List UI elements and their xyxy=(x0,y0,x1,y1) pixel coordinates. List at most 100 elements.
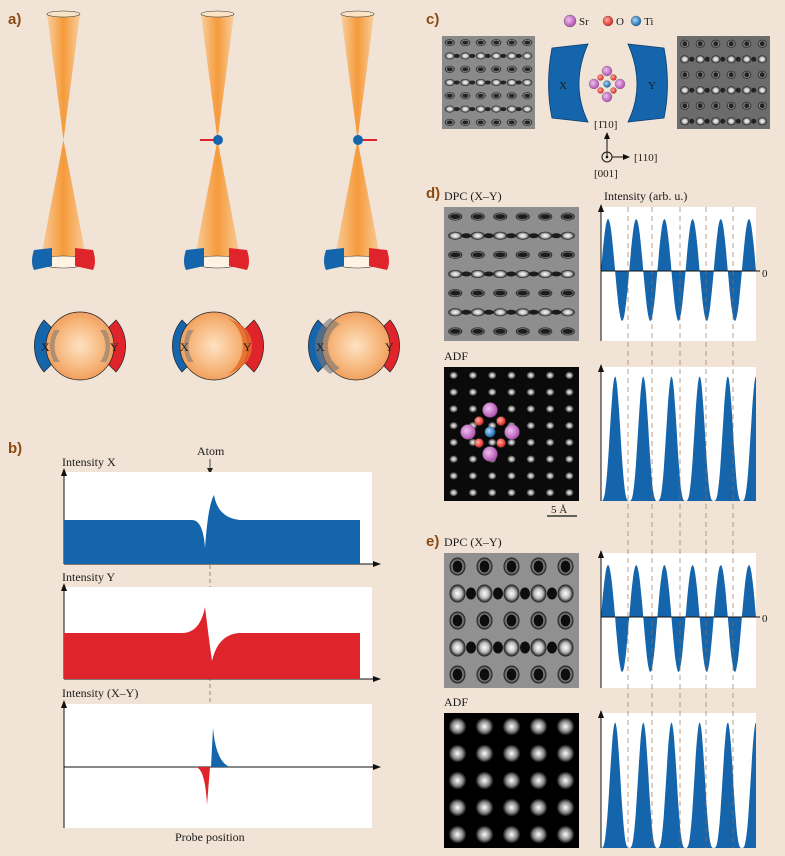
detector-x-label: X xyxy=(41,340,50,354)
image-spot xyxy=(759,72,765,78)
image-spot xyxy=(495,328,506,334)
image-spot xyxy=(689,87,695,93)
image-spot xyxy=(477,40,484,45)
image-spot xyxy=(697,103,703,109)
image-spot xyxy=(556,771,575,790)
zero-label: 0 xyxy=(762,613,768,625)
image-spot xyxy=(529,717,548,736)
detector-y-segment xyxy=(75,248,95,270)
image-spot xyxy=(713,103,719,109)
dpc-simulated-profile: 0 xyxy=(598,550,768,688)
image-spot xyxy=(484,80,491,85)
image-spot xyxy=(524,67,531,72)
image-spot xyxy=(502,825,521,844)
image-spot xyxy=(726,117,736,126)
image-spot xyxy=(515,80,522,85)
dpc-profile-plot: 0 xyxy=(598,204,768,341)
image-spot xyxy=(728,41,734,47)
image-spot xyxy=(720,87,726,93)
detector-disc-3: X Y xyxy=(308,311,400,381)
image-spot xyxy=(449,455,459,464)
atom-marker xyxy=(213,135,223,145)
image-spot xyxy=(564,421,574,430)
image-spot xyxy=(507,371,516,380)
image-spot xyxy=(551,271,562,277)
crystal-axes: [1̄10] [110] [001] xyxy=(594,119,657,180)
image-spot xyxy=(507,455,516,464)
image-spot xyxy=(449,471,459,480)
image-spot xyxy=(515,270,530,278)
image-spot xyxy=(493,67,500,72)
image-spot xyxy=(564,488,574,497)
image-spot xyxy=(493,120,500,125)
panel-e: DPC (X–Y) 0 ADF xyxy=(444,0,768,848)
image-spot xyxy=(468,371,478,380)
image-spot xyxy=(495,252,506,258)
dpc-simulated-image xyxy=(444,553,579,688)
image-spot xyxy=(545,455,555,464)
image-spot xyxy=(466,641,476,654)
image-spot xyxy=(757,86,767,95)
axis-right-label: [110] xyxy=(634,152,657,164)
image-spot xyxy=(475,798,494,817)
image-spot xyxy=(493,270,508,278)
image-spot xyxy=(720,118,726,124)
image-spot xyxy=(562,328,573,334)
image-spot xyxy=(557,584,574,603)
image-spot xyxy=(564,438,574,447)
image-spot xyxy=(697,41,703,47)
image-spot xyxy=(502,798,521,817)
image-spot xyxy=(446,93,453,98)
image-spot xyxy=(508,93,515,98)
image-spot xyxy=(487,438,497,447)
image-spot xyxy=(475,771,494,790)
diff-positive-lobe xyxy=(211,728,230,767)
image-spot xyxy=(500,107,507,112)
probe-cone-atom-right xyxy=(324,10,389,270)
image-spot xyxy=(469,53,476,58)
image-spot xyxy=(560,614,571,627)
image-spot xyxy=(711,117,721,126)
image-spot xyxy=(680,55,690,64)
image-spot xyxy=(528,271,539,277)
image-spot xyxy=(540,290,551,296)
dpc-image-y xyxy=(677,36,770,129)
image-spot xyxy=(689,118,695,124)
profile-trace xyxy=(601,0,756,501)
profile-trace xyxy=(601,565,756,672)
dpc-label: DPC (X–Y) xyxy=(444,535,502,549)
image-spot xyxy=(545,404,555,413)
image-spot xyxy=(547,641,557,654)
profile-trace xyxy=(601,219,756,321)
image-spot xyxy=(460,52,471,60)
column-guide-lines xyxy=(627,207,734,848)
image-spot xyxy=(759,103,765,109)
adf-label: ADF xyxy=(444,695,468,709)
image-spot xyxy=(453,80,460,85)
panel-label-a: a) xyxy=(8,11,21,28)
dpc-image xyxy=(444,207,579,341)
image-spot xyxy=(462,93,469,98)
image-spot xyxy=(449,438,459,447)
image-spot xyxy=(507,404,516,413)
image-spot xyxy=(472,252,483,258)
detector-x-label: X xyxy=(559,80,567,92)
image-spot xyxy=(538,270,553,278)
image-spot xyxy=(448,717,467,736)
image-spot xyxy=(742,117,752,126)
image-spot xyxy=(500,53,507,58)
image-spot xyxy=(507,438,516,447)
legend-ti: Ti xyxy=(644,16,653,28)
image-spot xyxy=(453,107,460,112)
image-spot xyxy=(751,87,757,93)
image-spot xyxy=(466,587,476,600)
adf-overlay-unit-cell xyxy=(460,402,520,462)
image-spot xyxy=(564,471,574,480)
image-spot xyxy=(444,52,455,60)
image-spot xyxy=(507,471,516,480)
image-spot xyxy=(491,52,502,60)
image-spot xyxy=(524,40,531,45)
image-spot xyxy=(460,79,471,86)
image-spot xyxy=(515,308,530,317)
image-spot xyxy=(759,41,765,47)
